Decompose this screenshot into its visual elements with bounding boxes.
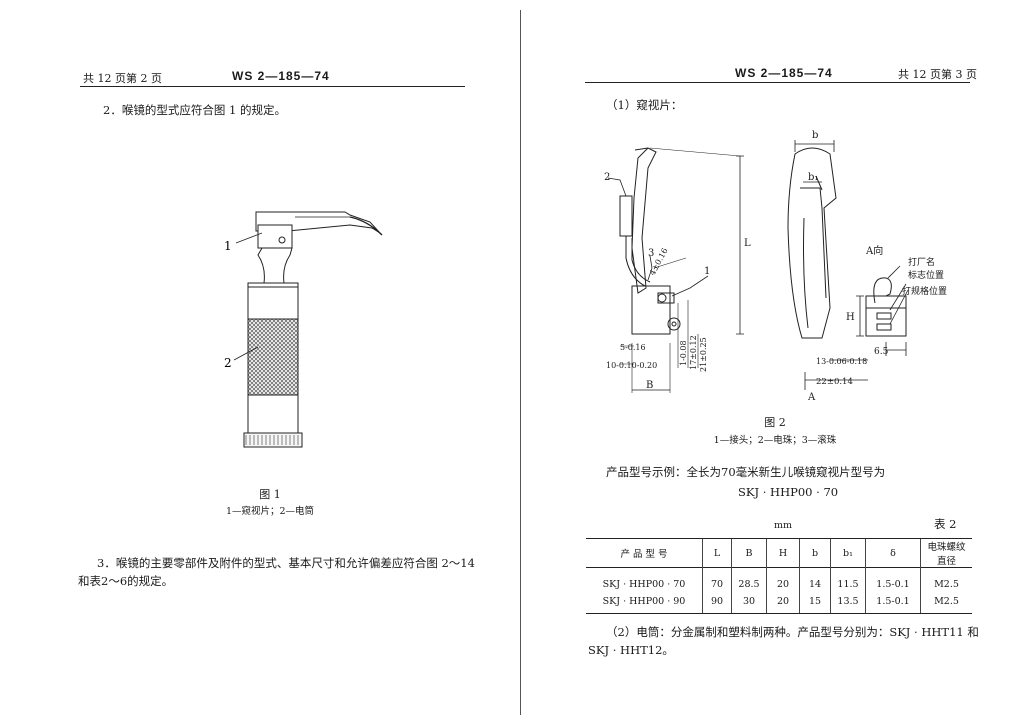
page-fold-line — [520, 10, 521, 715]
col-header-thread: 电珠螺纹直径 — [920, 539, 972, 568]
table-row: SKJ · HHP00 · 90 90 30 20 15 13.5 1.5-0.… — [586, 593, 972, 610]
fig2-part-label-2: 2 — [604, 172, 610, 183]
table-2-label: 表 2 — [934, 517, 957, 531]
table-2-top-rule — [586, 538, 972, 539]
fig2-annot-mark-pos: 标志位置 — [908, 269, 944, 281]
figure-2-blade-drawing: 2 3 1 b b₁ L 4±0.16 H 6.5 B A A向 5-0.16 … — [604, 130, 947, 403]
cell-b-small: 14 — [799, 576, 831, 593]
cell-b: 30 — [731, 593, 767, 610]
right-header-standard-code: WS 2—185—74 — [735, 66, 833, 80]
figure-1-caption: 1—窥视片；2—电筒 — [225, 506, 315, 517]
fig2-dim-l: L — [744, 238, 751, 249]
col-header-b-small: b — [799, 539, 831, 568]
fig2-tol-22: 22±0.14 — [816, 377, 853, 387]
fig2-part-label-3: 3 — [648, 248, 654, 259]
cell-thread: M2.5 — [920, 593, 972, 610]
right-header-page-info: 共 12 页第 3 页 — [898, 68, 977, 81]
table-row: SKJ · HHP00 · 70 70 28.5 20 14 11.5 1.5-… — [586, 576, 972, 593]
left-header-rule — [80, 86, 465, 87]
fig2-front-blade — [787, 147, 837, 339]
fig2-tol-5: 5-0.16 — [620, 343, 646, 352]
cell-b: 28.5 — [731, 576, 767, 593]
figure-2-title: 图 2 — [764, 416, 786, 429]
section-2-line-2: SKJ · HHT12。 — [588, 643, 674, 657]
right-section-1-heading: （1）窥视片： — [606, 98, 683, 112]
left-para-3-line-1: 3．喉镜的主要零部件及附件的型式、基本尺寸和允许偏差应符合图 2～14 — [97, 556, 475, 570]
fig2-dim-b1: b₁ — [808, 172, 818, 183]
fig2-tol-1: 1-0.08 — [679, 340, 688, 366]
fig2-tol-13: 13-0.06-0.18 — [816, 357, 867, 366]
fig1-label-1: 1 — [224, 239, 232, 253]
cell-model: SKJ · HHP00 · 90 — [602, 596, 686, 607]
fig2-side-base — [631, 285, 671, 335]
fig2-side-bulb-housing — [619, 195, 633, 237]
figure-2-caption: 1—接头；2—电珠；3—滚珠 — [713, 435, 837, 446]
table-2-unit: mm — [774, 520, 793, 531]
fig1-label-2: 2 — [224, 356, 232, 370]
col-header-model: 产 品 型 号 — [620, 549, 668, 560]
fig2-annot-maker: 打厂名 — [908, 256, 935, 268]
table-2-specs: 产 品 型 号 L B H b b₁ δ 电珠螺纹直径 SKJ · HHP00 … — [586, 539, 972, 614]
col-header-l: L — [702, 539, 732, 568]
col-header-delta: δ — [865, 539, 921, 568]
col-header-b1: b₁ — [830, 539, 866, 568]
left-header-standard-code: WS 2—185—74 — [232, 69, 330, 83]
left-para-2: 2．喉镜的型式应符合图 1 的规定。 — [103, 103, 286, 117]
left-header-page-info: 共 12 页第 2 页 — [83, 72, 162, 85]
fig2-tol-10: 10-0.10-0.20 — [606, 361, 657, 370]
col-header-b: B — [731, 539, 767, 568]
fig2-dim-a: A — [807, 392, 816, 403]
cell-delta: 1.5-0.1 — [865, 593, 921, 610]
cell-model: SKJ · HHP00 · 70 — [602, 579, 686, 590]
right-header-rule — [585, 82, 970, 83]
cell-delta: 1.5-0.1 — [865, 576, 921, 593]
fig2-dim-b-width: B — [646, 380, 653, 391]
figure-1-title: 图 1 — [259, 488, 281, 501]
section-2-line-1: （2）电筒：分金属制和塑料制两种。产品型号分别为：SKJ · HHT11 和 — [606, 625, 979, 639]
example-line-1: 产品型号示例：全长为70毫米新生儿喉镜窥视片型号为 — [606, 465, 886, 479]
table-row — [586, 610, 972, 614]
col-header-h: H — [766, 539, 800, 568]
cell-b-small: 15 — [799, 593, 831, 610]
fig2-annot-spec-pos: 打规格位置 — [902, 285, 947, 297]
cell-l: 90 — [702, 593, 732, 610]
fig2-tol-21: 21±0.25 — [699, 337, 708, 372]
fig2-side-blade — [631, 147, 657, 294]
left-para-3-line-2: 和表2～6的规定。 — [78, 574, 174, 588]
table-2-bottom-rule — [586, 613, 972, 614]
cell-thread: M2.5 — [920, 576, 972, 593]
table-header-row: 产 品 型 号 L B H b b₁ δ 电珠螺纹直径 — [586, 539, 972, 568]
fig2-part-label-1: 1 — [704, 266, 710, 277]
fig2-dim-b: b — [812, 130, 818, 141]
cell-b1: 11.5 — [830, 576, 866, 593]
cell-b1: 13.5 — [830, 593, 866, 610]
figure-1-laryngoscope: 1 2 — [224, 211, 383, 448]
fig2-dim-6-5: 6.5 — [874, 347, 889, 357]
cell-h: 20 — [766, 576, 800, 593]
fig2-view-a-base — [865, 295, 907, 337]
table-row — [586, 567, 972, 576]
fig2-dim-h: H — [846, 312, 855, 323]
fig2-view-a-hook — [873, 277, 892, 304]
cell-h: 20 — [766, 593, 800, 610]
fig2-tol-17: 17±0.12 — [689, 335, 698, 370]
cell-l: 70 — [702, 576, 732, 593]
example-model-code: SKJ · HHP00 · 70 — [738, 485, 839, 499]
fig2-view-a-label: A向 — [865, 244, 883, 257]
